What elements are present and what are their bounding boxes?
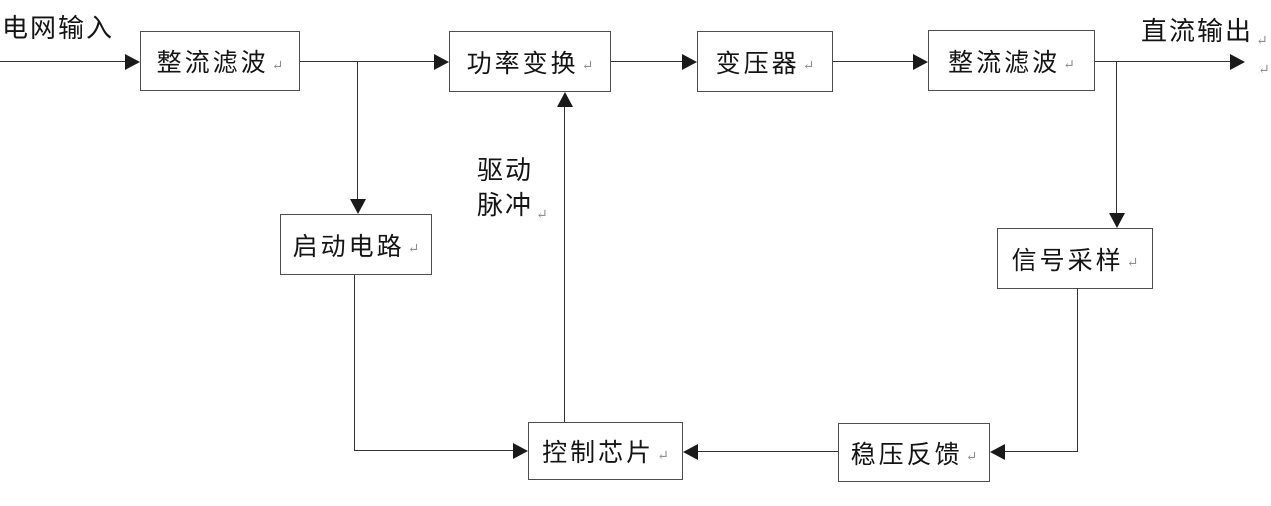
node-label: 启动电路: [292, 233, 405, 261]
paragraph-return-mark: ↵: [1126, 256, 1139, 271]
arrowhead-into-transformer: [682, 54, 697, 70]
arrowhead-into-sampling: [1109, 213, 1125, 228]
connector-sampling-to-feedback-horizontal: [1004, 451, 1078, 452]
node-label: 信号采样: [1011, 247, 1124, 275]
arrowhead-into-rectifier2: [913, 54, 928, 70]
label-dc-output: 直流输出↵: [1141, 11, 1268, 49]
connector-rectifier1-to-power-conversion: [300, 61, 435, 62]
arrowhead-drive-pulse-into-power-conversion: [557, 92, 573, 107]
connector-rectifier2-to-dc-output: [1095, 61, 1231, 62]
node-power-conversion: 功率变换↵: [449, 31, 611, 92]
paragraph-return-mark: ↵: [802, 59, 815, 74]
paragraph-return-mark: ↵: [1063, 58, 1075, 73]
node-rectifier-filter-input: 整流滤波↵: [140, 31, 300, 91]
arrowhead-into-startup: [350, 199, 366, 214]
node-control-chip: 控制芯片↵: [528, 422, 683, 480]
node-label: 变压器: [715, 50, 800, 78]
label-dc-output-text: 直流输出: [1141, 17, 1254, 46]
connector-feedback-to-control-chip: [698, 451, 838, 452]
node-voltage-feedback: 稳压反馈↵: [838, 423, 990, 482]
node-label: 控制芯片: [542, 440, 655, 467]
connector-branch-to-startup: [357, 62, 358, 200]
node-label: 稳压反馈: [850, 441, 963, 469]
node-signal-sampling: 信号采样↵: [997, 228, 1153, 289]
paragraph-return-mark: ↵: [536, 208, 548, 223]
arrowhead-into-control-chip-left: [513, 443, 528, 459]
paragraph-return-mark: ↵: [271, 58, 284, 74]
node-rectifier-filter-output: 整流滤波↵: [928, 30, 1095, 91]
arrowhead-into-rectifier1: [125, 54, 140, 70]
connector-branch-to-sampling: [1116, 62, 1117, 214]
arrowhead-into-feedback: [990, 444, 1005, 460]
connector-drive-pulse-line: [564, 106, 565, 422]
connector-startup-to-control-chip-horizontal: [355, 450, 514, 451]
connector-transformer-to-rectifier2: [833, 61, 914, 62]
paragraph-return-mark: ↵: [1258, 63, 1270, 78]
connector-power-conversion-to-transformer: [611, 61, 683, 62]
node-label: 整流滤波: [948, 49, 1061, 77]
label-drive-pulse-line1: 驱动: [477, 156, 534, 185]
node-label: 整流滤波: [156, 50, 269, 77]
arrowhead-dc-output: [1230, 54, 1245, 70]
arrowhead-into-control-chip-right: [683, 444, 698, 460]
paragraph-return-mark: ↵: [407, 242, 420, 257]
paragraph-return-mark: ↵: [657, 448, 669, 464]
node-startup-circuit: 启动电路↵: [280, 214, 432, 275]
node-transformer: 变压器↵: [697, 31, 833, 92]
node-label: 功率变换: [466, 50, 579, 78]
paragraph-return-mark: ↵: [1256, 34, 1268, 49]
label-drive-pulse: 驱动脉冲↵: [477, 153, 548, 228]
label-drive-pulse-line2: 脉冲: [477, 191, 534, 220]
paragraph-return-mark: ↵: [581, 59, 594, 74]
arrowhead-into-power-conversion: [434, 54, 449, 70]
paragraph-return-mark: ↵: [965, 450, 978, 465]
connector-grid-input-to-rectifier1: [0, 61, 126, 62]
connector-sampling-down-line: [1077, 288, 1078, 452]
label-grid-input: 电网输入: [2, 14, 115, 43]
connector-startup-down-line: [354, 275, 355, 451]
